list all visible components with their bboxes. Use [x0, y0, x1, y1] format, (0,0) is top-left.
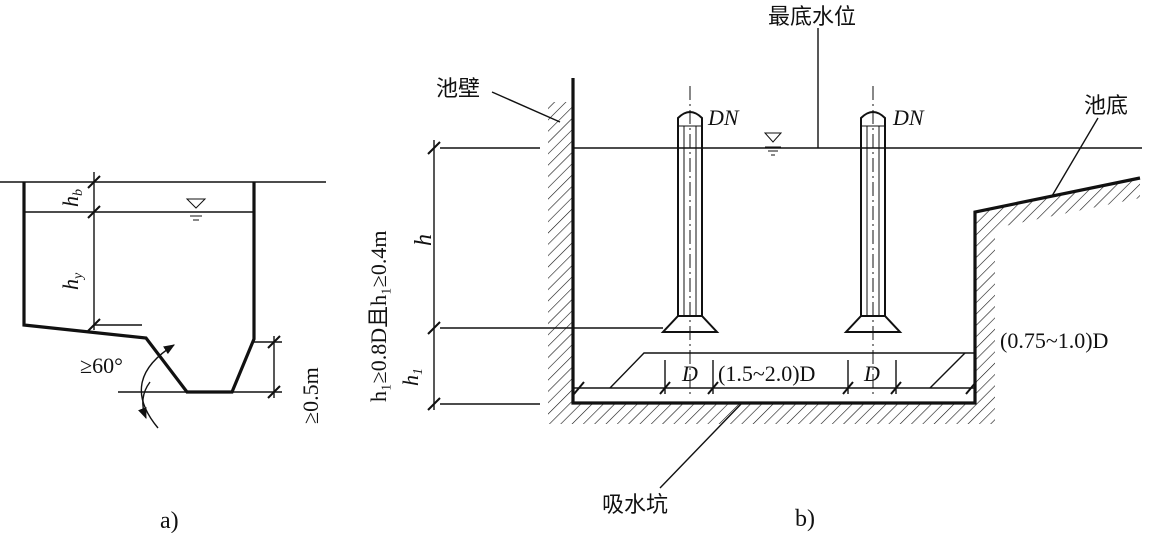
lowest-water-label: 最底水位	[768, 5, 856, 30]
guide-right-slant	[929, 352, 966, 389]
tick-depth-2	[267, 385, 281, 399]
vertical-condition-label: h₁≥0.8D且h₁≥0.4m	[366, 231, 391, 403]
caption-a: a)	[160, 508, 179, 533]
diagram-a: hb hy ≥60° ≥0.5m a)	[0, 172, 326, 533]
leader-wall	[491, 91, 561, 123]
wall-label: 池壁	[436, 77, 480, 102]
angle-arc-upper	[140, 344, 175, 429]
angle-label: ≥60°	[80, 353, 123, 378]
pipe-left-label: DN	[707, 105, 740, 130]
label-hb: hb	[58, 189, 86, 207]
water-level-symbol-b	[763, 132, 783, 156]
dim-d-right: D	[863, 361, 880, 386]
sump-label: 吸水坑	[602, 493, 668, 518]
tick-b-1	[427, 141, 441, 155]
label-h: h	[411, 234, 437, 246]
angle-arc-lower	[138, 381, 151, 420]
caption-b: b)	[795, 506, 815, 532]
leader-sump	[659, 402, 743, 489]
water-level-symbol-a	[185, 198, 207, 221]
dim-wall-gap: (0.75~1.0)D	[1000, 328, 1108, 353]
tick-a-2	[87, 205, 101, 219]
tick-b-3	[427, 397, 441, 411]
leader-bottom	[1051, 117, 1099, 197]
guide-top-left	[609, 352, 975, 389]
sump-outline	[571, 78, 1141, 405]
label-h1: h1	[398, 368, 426, 386]
suction-pipe-left	[660, 86, 720, 398]
dim-spacing: (1.5~2.0)D	[718, 361, 815, 386]
tick-depth-1	[267, 335, 281, 349]
label-hy: hy	[58, 272, 86, 290]
suction-pipe-right	[843, 86, 903, 398]
tick-a-1	[87, 175, 101, 189]
pipe-right-label: DN	[892, 105, 925, 130]
bottom-label: 池底	[1084, 94, 1128, 119]
hatched-soil	[548, 102, 1140, 424]
dim-d-left: D	[681, 361, 698, 386]
tick-b-2	[427, 321, 441, 335]
diagram-b: DN DN 最底水位 池壁 池底 吸水坑	[366, 5, 1142, 532]
depth-label: ≥0.5m	[298, 367, 323, 424]
